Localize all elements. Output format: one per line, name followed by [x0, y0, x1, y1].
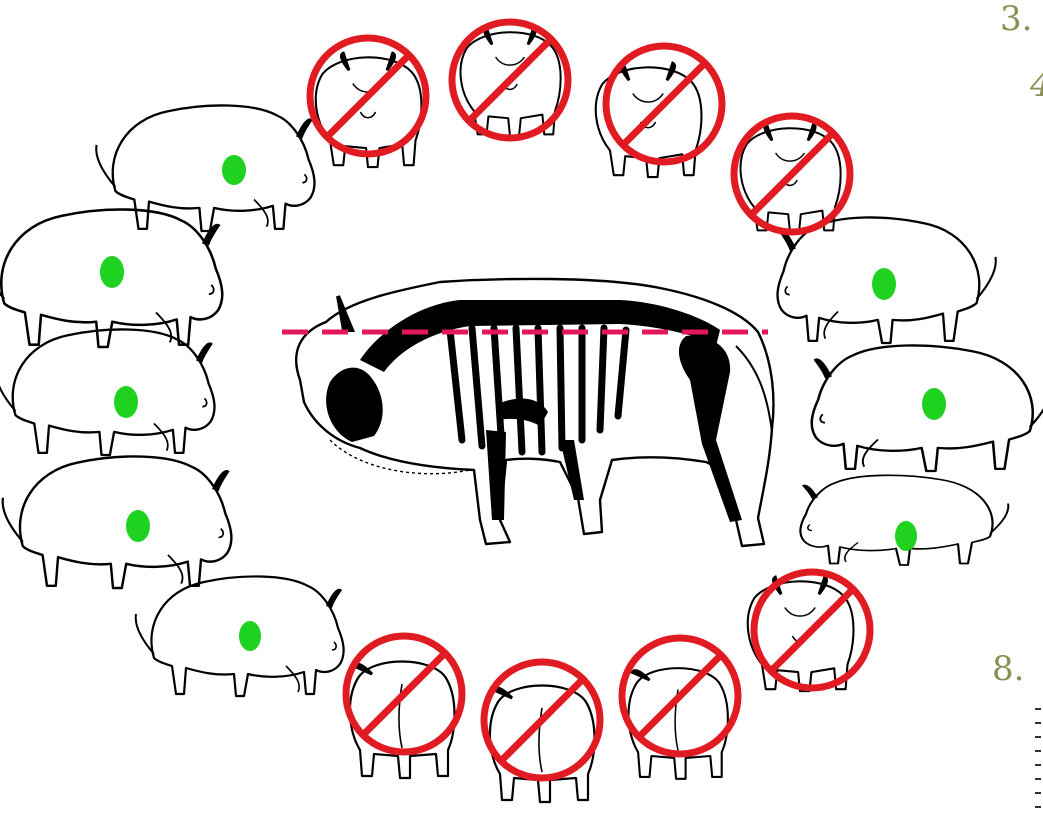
vital-zone-dot	[872, 268, 896, 300]
bison-broadside-icon	[3, 456, 232, 588]
prohibited-bison-4	[734, 116, 850, 232]
side-number-4: 4	[1030, 68, 1043, 102]
prohibited-bison-5	[748, 572, 870, 691]
bison-rear-icon	[629, 668, 728, 779]
allowed-bison-3	[0, 329, 215, 455]
bison-broadside-icon	[0, 329, 215, 455]
vital-zone-dot	[126, 510, 150, 542]
prohibited-bison-8	[622, 638, 738, 779]
prohibited-bison-7	[484, 662, 600, 802]
allowed-bison-2	[0, 209, 222, 347]
side-number-3: 3.	[1000, 2, 1032, 36]
no-symbol-icon	[606, 46, 722, 162]
vital-zone-dot	[922, 388, 946, 420]
no-symbol-icon	[346, 636, 462, 752]
allowed-bison-1	[96, 105, 314, 231]
bison-broadside-icon	[800, 475, 1008, 565]
allowed-bison-5	[136, 576, 344, 696]
no-symbol-icon	[452, 22, 568, 138]
no-symbol-icon	[622, 638, 738, 754]
vital-zone-dot	[114, 386, 138, 418]
allowed-bison-8	[800, 475, 1008, 565]
allowed-bison-4	[3, 456, 232, 588]
bison-rear-icon	[350, 662, 455, 779]
prohibited-bison-3	[596, 46, 722, 177]
vital-zone-dot	[239, 621, 261, 651]
no-symbol-icon	[310, 38, 426, 154]
bison-skeleton-icon	[296, 279, 773, 546]
vital-zone-dot	[100, 256, 124, 288]
prohibited-bison-1	[310, 38, 426, 167]
prohibited-bison-2	[452, 22, 568, 138]
vital-zone-dot	[222, 155, 246, 185]
side-number-8: 8.	[992, 652, 1024, 686]
no-symbol-icon	[484, 662, 600, 778]
bison-broadside-icon	[96, 105, 314, 231]
cropped-text-marks	[1035, 708, 1043, 820]
bison-rear-icon	[490, 686, 595, 803]
allowed-bison-6	[777, 217, 995, 343]
vital-zone-dot	[895, 521, 917, 551]
prohibited-bison-6	[346, 636, 462, 778]
bison-angle-icon	[316, 53, 422, 167]
allowed-bison-7	[812, 345, 1043, 471]
no-symbol-icon	[734, 116, 850, 232]
